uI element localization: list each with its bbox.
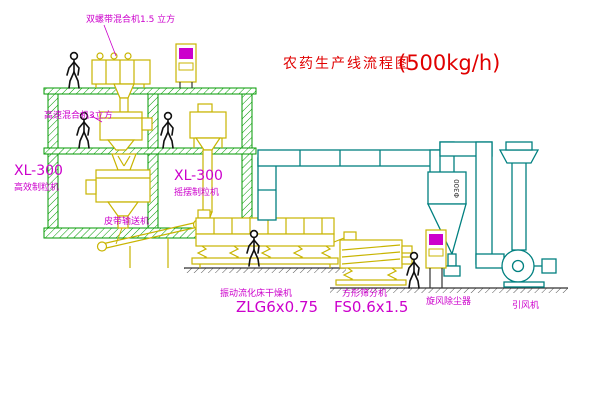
operator-figure — [160, 111, 174, 149]
label-cyclone: 旋风除尘器 — [426, 295, 471, 307]
cyclone-separator — [426, 141, 505, 277]
fluid-bed-dryer — [191, 209, 345, 268]
control-panel-lower — [425, 229, 447, 288]
square-sieve — [335, 231, 413, 286]
label-granulator-right-name: 摇摆制粒机 — [174, 186, 219, 198]
label-dryer-model: ZLG6x0.75 — [236, 298, 318, 316]
induced-draft-fan — [498, 141, 557, 288]
granulator-left — [85, 169, 151, 245]
diagram-title-capacity: (500kg/h) — [398, 51, 500, 75]
label-dryer-name: 振动流化床干燥机 — [220, 287, 292, 299]
high-speed-mixer — [99, 111, 153, 151]
operator-figure — [66, 51, 80, 89]
exhaust-duct — [257, 149, 447, 221]
diagram-title: 农药生产线流程图 — [283, 56, 411, 72]
label-fan: 引风机 — [512, 299, 539, 311]
ground-line — [184, 267, 568, 293]
control-panel-upper — [175, 43, 197, 88]
label-granulator-right-model: XL-300 — [174, 168, 223, 184]
panel-screen — [429, 234, 443, 245]
label-belt-conveyor: 皮带输送机 — [104, 215, 149, 227]
splitter-hopper — [111, 153, 137, 171]
label-high-speed-mixer: 高速混合机3立方 — [44, 109, 113, 121]
label-ribbon-mixer: 双螺带混合机1.5 立方 — [86, 13, 175, 25]
label-duct-diameter: Φ300 — [453, 179, 461, 198]
ribbon-mixer — [91, 52, 151, 113]
label-sieve-name: 方形筛分机 — [342, 287, 387, 299]
leader-lines — [89, 24, 117, 123]
panel-screen — [179, 48, 193, 59]
label-sieve-model: FS0.6x1.5 — [334, 298, 408, 316]
swing-granulator — [189, 103, 227, 221]
label-granulator-left-model: XL-300 — [14, 163, 63, 179]
label-granulator-left-name: 高效制粒机 — [14, 181, 59, 193]
